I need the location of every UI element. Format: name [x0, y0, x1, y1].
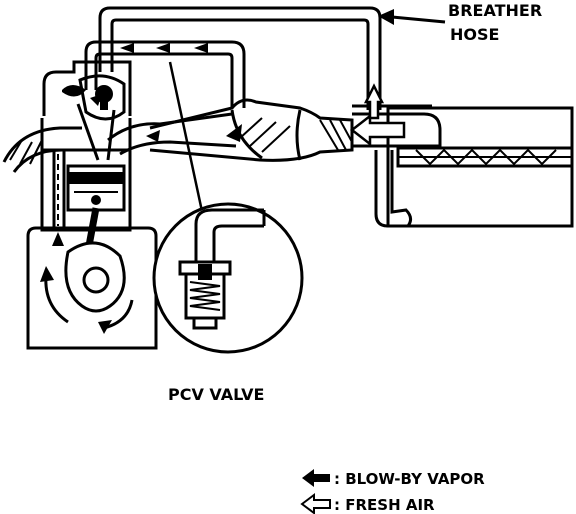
- blow-by-vapor-legend-icon: [302, 469, 330, 487]
- breather-hose-leader-arrow: [378, 9, 446, 25]
- fresh-air-legend-label: : FRESH AIR: [334, 496, 435, 514]
- intake-plenum-hatching: [239, 117, 291, 153]
- cylinder-block: [40, 118, 132, 232]
- exhaust-manifold-hatching: [9, 139, 43, 165]
- blow-by-arrow-plenum: [226, 124, 242, 142]
- blow-by-arrow-manifold: [146, 130, 160, 142]
- legend: : BLOW-BY VAPOR : FRESH AIR: [300, 469, 485, 514]
- crank-rotation-arrowheads: [40, 266, 112, 334]
- pcv-valve-label: PCV VALVE: [168, 385, 264, 404]
- cylinder-head: [42, 60, 132, 121]
- pcv-valve-spring: [189, 281, 221, 311]
- pcv-valve-detail-circle: [152, 202, 304, 354]
- air-intake-duct: [352, 104, 574, 228]
- air-filter-element: [415, 148, 557, 166]
- fresh-air-arrow-breather: [363, 83, 385, 120]
- blow-by-arrow-cylinder: [52, 232, 64, 246]
- cam-and-valve-train: [62, 85, 113, 110]
- breather-hose: [98, 6, 382, 110]
- fresh-air-legend-icon: [300, 493, 331, 514]
- pcv-crossover-tube: [84, 40, 246, 108]
- intake-exhaust-valves: [76, 103, 116, 161]
- crankshaft: [64, 241, 126, 313]
- fresh-air-arrow-intake: [349, 113, 406, 147]
- intake-manifold: [107, 112, 237, 156]
- breather-hose-label-line2: HOSE: [450, 25, 499, 44]
- blow-by-vapor-legend-label: : BLOW-BY VAPOR: [334, 470, 485, 488]
- piston: [66, 164, 126, 212]
- breather-hose-label-line1: BREATHER: [448, 1, 542, 20]
- pcv-valve-leader-line: [168, 61, 208, 231]
- pcv-valve-plunger: [198, 264, 212, 280]
- blow-by-flow-arrows-upper: [120, 43, 208, 53]
- air-cleaner-drain-tube: [374, 150, 413, 228]
- crankcase: [26, 226, 158, 350]
